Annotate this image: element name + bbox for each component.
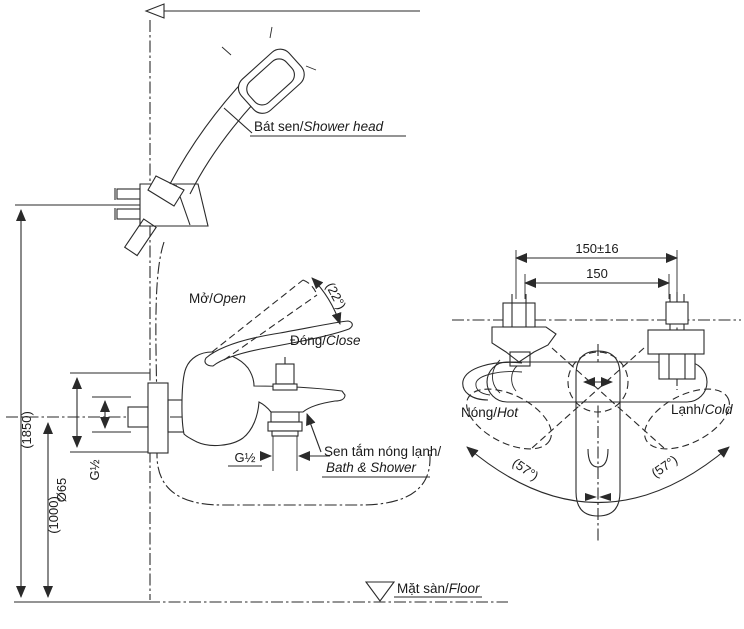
dim-150tol-label: 150±16 — [575, 241, 618, 256]
dim-outlet-thread: G½ — [228, 450, 330, 467]
shower-head — [237, 48, 305, 114]
front-view: (1850) (1000) Ø65 G½ — [6, 3, 508, 603]
label-hot: Nóng/Hot — [461, 405, 519, 420]
label-cold: Lạnh/Cold — [671, 402, 733, 417]
right-inlet-flange — [647, 292, 705, 390]
spray-face — [246, 58, 295, 106]
dim-escutcheon: Ø65 — [54, 372, 150, 503]
escutcheon-plate — [147, 382, 169, 454]
hose-connection — [462, 361, 523, 401]
label-floor: Mặt sàn/Floor — [397, 581, 480, 596]
dim-open-angle: (22°) — [311, 277, 349, 325]
shower-hose-path — [155, 241, 431, 506]
label-bath-shower-en: Bath & Shower — [326, 460, 417, 475]
spout-outlet — [267, 411, 303, 471]
faucet-body — [181, 351, 346, 447]
dim-1000-label: (1000) — [46, 496, 61, 534]
label-bath-shower-vi: Sen tắm nóng lạnh/ — [324, 444, 441, 459]
dim-ghalf-outlet-label: G½ — [235, 450, 256, 465]
hose-coil — [123, 218, 157, 257]
dim-1850-label: (1850) — [19, 411, 34, 449]
dim-spacing: 150 — [524, 266, 670, 299]
label-bath-shower: Sen tắm nóng lạnh/ Bath & Shower — [306, 413, 441, 478]
open-arrow-icon — [144, 3, 165, 19]
swing-line-right — [551, 347, 665, 449]
label-shower-head: Bát sen/Shower head — [254, 119, 384, 134]
cartridge-circle — [567, 351, 629, 413]
dim-dia65-label: Ø65 — [54, 478, 69, 503]
dim-57deg-right-label: (57°) — [649, 452, 681, 481]
handle-cold-position — [644, 388, 730, 450]
hose-nut — [147, 175, 185, 207]
floor-line: Mặt sàn/Floor — [14, 581, 508, 603]
diverter-knob — [272, 357, 298, 391]
dim-mixer-height: (1000) — [6, 416, 188, 598]
dim-inlet-thread: G½ — [87, 396, 131, 480]
label-close: Đóng/Close — [290, 333, 361, 348]
lever-open-position — [211, 279, 318, 361]
dim-total-height: (1850) — [15, 204, 148, 598]
top-view: 150±16 150 — [452, 241, 741, 542]
dim-spacing-tol: 150±16 — [515, 241, 678, 299]
handle-hot-position — [466, 388, 552, 450]
swing-line-left — [531, 347, 645, 449]
top-reference-line — [144, 3, 420, 19]
supply-pipe — [127, 406, 149, 428]
left-inlet-union — [491, 294, 557, 394]
floor-level-icon — [364, 581, 396, 602]
dim-ghalf-inlet-label: G½ — [87, 459, 102, 480]
shower-head-assembly: Bát sen/Shower head — [114, 26, 406, 257]
shower-handle — [169, 75, 249, 185]
label-open: Mở/Open — [189, 291, 246, 306]
lever-handle — [204, 320, 353, 367]
dim-150-label: 150 — [586, 266, 608, 281]
